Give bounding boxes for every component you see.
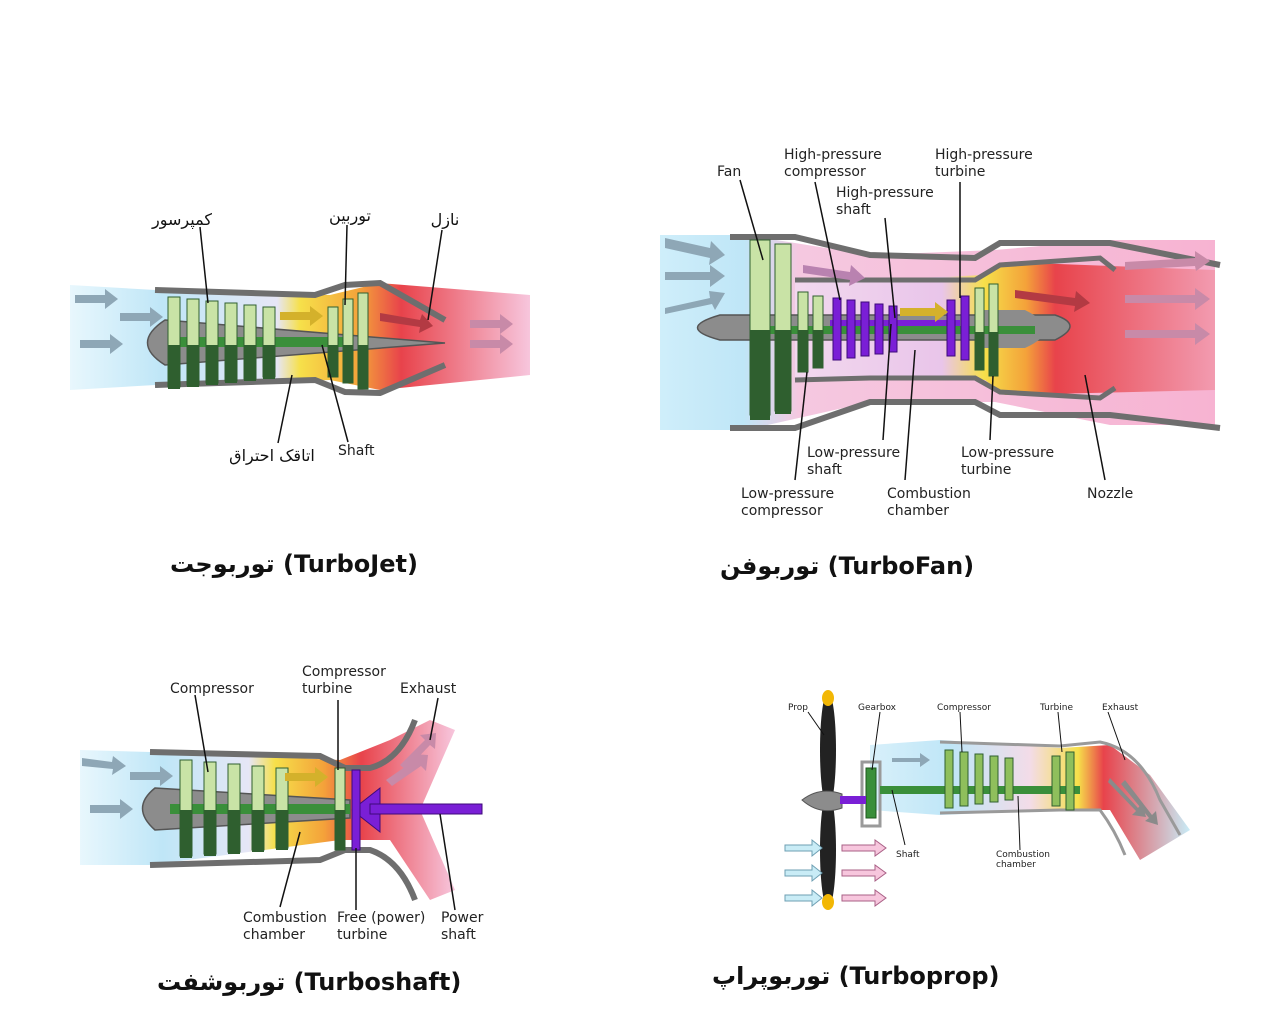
turboprop-diagram: Prop Gearbox Compressor Turbine Exhaust … <box>780 690 1200 920</box>
turbojet-label-combustion: اتاقک احتراق <box>229 446 315 466</box>
turboprop-label-combustion-2: chamber <box>996 860 1036 870</box>
turbofan-label-lp-turbine-1: Low-pressure <box>961 445 1054 461</box>
turbofan-lp-compressor-blades <box>797 291 824 373</box>
turbojet-label-shaft: Shaft <box>338 443 375 459</box>
turbofan-label-hp-turbine-2: turbine <box>935 164 985 180</box>
turboshaft-diagram: Compressor Compressor turbine Exhaust Co… <box>70 660 500 950</box>
turbofan-label-hp-shaft-1: High-pressure <box>836 185 934 201</box>
turbojet-turbine-blades <box>327 292 369 390</box>
turboshaft-label-combustion-2: chamber <box>243 927 305 943</box>
turbojet-leader-lines <box>199 224 443 444</box>
turbojet-diagram: کمپرسور توربین نازل اتاقک احتراق Shaft <box>60 195 540 475</box>
turboprop-propeller <box>801 690 843 910</box>
turbofan-label-combustion-1: Combustion <box>887 486 971 502</box>
turboprop-label-shaft: Shaft <box>896 850 920 860</box>
turboprop-label-gearbox: Gearbox <box>858 703 897 713</box>
turboprop-caption: توربوپراپ (Turboprop) <box>712 962 1000 990</box>
turbofan-label-hp-compressor-1: High-pressure <box>784 147 882 163</box>
turboprop-gearbox <box>865 767 877 819</box>
turbofan-label-lp-shaft-2: shaft <box>807 462 842 478</box>
turboprop-label-turbine: Turbine <box>1039 703 1073 713</box>
turboshaft-label-comp-turbine-1: Compressor <box>302 664 386 680</box>
turbofan-label-combustion-2: chamber <box>887 503 949 519</box>
turbofan-fan-blades <box>749 239 792 420</box>
turboshaft-flow-arrows <box>82 733 436 819</box>
turboprop-turbine-blades <box>1051 751 1075 811</box>
turboprop-flow-arrows <box>784 753 1158 908</box>
turbofan-diagram: Fan High-pressure compressor High-pressu… <box>655 140 1225 530</box>
turboprop-leader-lines <box>807 711 1126 851</box>
turbofan-leader-lines <box>739 179 1106 481</box>
turboprop-label-combustion-1: Combustion <box>996 850 1050 860</box>
turbofan-label-lp-shaft-1: Low-pressure <box>807 445 900 461</box>
turboshaft-label-comp-turbine-2: turbine <box>302 681 352 697</box>
turbojet-label-nozzle: نازل <box>431 210 460 230</box>
turboshaft-label-combustion-1: Combustion <box>243 910 327 926</box>
turbojet-shaft <box>175 337 345 347</box>
turbofan-label-lp-turbine-2: turbine <box>961 462 1011 478</box>
turbofan-caption: توربوفن (TurboFan) <box>720 552 975 580</box>
turboprop-label-prop: Prop <box>788 703 808 713</box>
turbofan-turbine-blades <box>946 283 999 377</box>
turboshaft-turbine-blades <box>334 767 361 851</box>
turbojet-label-turbine: توربین <box>329 206 371 226</box>
turboshaft-power-shaft <box>351 786 483 834</box>
turbofan-label-hp-turbine-1: High-pressure <box>935 147 1033 163</box>
turbofan-label-fan: Fan <box>717 164 741 180</box>
turboshaft-leader-lines <box>194 694 456 911</box>
turbojet-compressor-blades <box>167 296 276 389</box>
turbofan-label-nozzle: Nozzle <box>1087 486 1133 502</box>
turboshaft-label-compressor: Compressor <box>170 681 254 697</box>
turboprop-compressor-blades <box>944 749 1014 809</box>
turbofan-hp-compressor-blades <box>832 297 898 361</box>
turboshaft-label-power-shaft-2: shaft <box>441 927 476 943</box>
turboshaft-label-free-turbine-1: Free (power) <box>337 910 425 926</box>
turboshaft-label-exhaust: Exhaust <box>400 681 457 697</box>
turboprop-label-exhaust: Exhaust <box>1102 703 1139 713</box>
turbofan-label-hp-shaft-2: shaft <box>836 202 871 218</box>
turboprop-label-compressor: Compressor <box>937 703 991 713</box>
turboshaft-compressor-blades <box>179 759 289 858</box>
turbofan-flow-arrows <box>665 238 1210 345</box>
turbofan-label-lp-compressor-2: compressor <box>741 503 823 519</box>
turbojet-caption: توربوجت (TurboJet) <box>170 550 418 578</box>
turbofan-label-lp-compressor-1: Low-pressure <box>741 486 834 502</box>
turbojet-label-compressor: کمپرسور <box>151 210 212 230</box>
turbofan-label-hp-compressor-2: compressor <box>784 164 866 180</box>
turboprop-prop-shaft <box>840 796 866 804</box>
turboshaft-label-power-shaft-1: Power <box>441 910 484 926</box>
turboshaft-caption: توربوشفت (Turboshaft) <box>157 968 462 996</box>
turboshaft-label-free-turbine-2: turbine <box>337 927 387 943</box>
turbojet-flow-arrows <box>75 289 513 354</box>
